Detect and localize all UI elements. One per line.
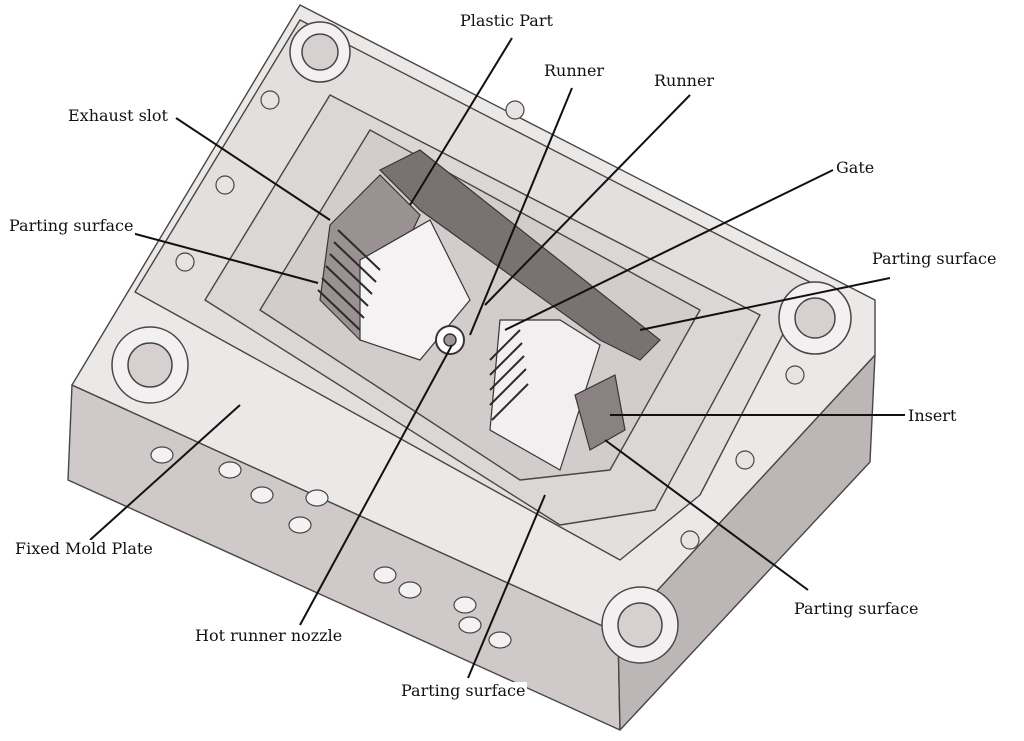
screw-holes: [175, 90, 805, 550]
label-plastic-part: Plastic Part: [458, 11, 555, 30]
leader-lines: [89, 37, 905, 679]
hot-runner-nozzle-shape: [435, 325, 465, 355]
label-hot-runner-nozzle: Hot runner nozzle: [193, 626, 345, 645]
label-runner-1: Runner: [542, 61, 607, 80]
leader-parting-surface-left: [127, 231, 319, 284]
label-fixed-mold-plate: Fixed Mold Plate: [13, 539, 155, 558]
leader-exhaust-slot: [175, 117, 331, 221]
leader-parting-surface-bottom-right: [604, 439, 809, 591]
insert-shape: [574, 374, 626, 451]
label-runner-2: Runner: [652, 71, 717, 90]
cooling-ports: [150, 446, 512, 649]
leader-parting-surface-right: [639, 277, 891, 331]
label-gate: Gate: [834, 158, 877, 177]
label-parting-surface-left: Parting surface: [7, 216, 136, 235]
leader-runner-2: [484, 94, 691, 306]
leader-fixed-mold-plate: [89, 404, 241, 541]
label-insert: Insert: [906, 406, 959, 425]
leader-plastic-part: [409, 37, 513, 206]
leader-hot-runner-nozzle: [299, 344, 453, 626]
label-exhaust-slot: Exhaust slot: [66, 106, 170, 125]
leader-parting-surface-bottom: [467, 494, 546, 679]
label-parting-surface-bottom-right: Parting surface: [792, 599, 921, 618]
guide-holes: [111, 21, 852, 664]
part-ribs: [317, 229, 529, 421]
label-parting-surface-right: Parting surface: [870, 249, 999, 268]
leader-runner-1: [469, 87, 573, 336]
label-parting-surface-bottom: Parting surface: [399, 681, 528, 700]
leader-gate: [504, 169, 834, 331]
